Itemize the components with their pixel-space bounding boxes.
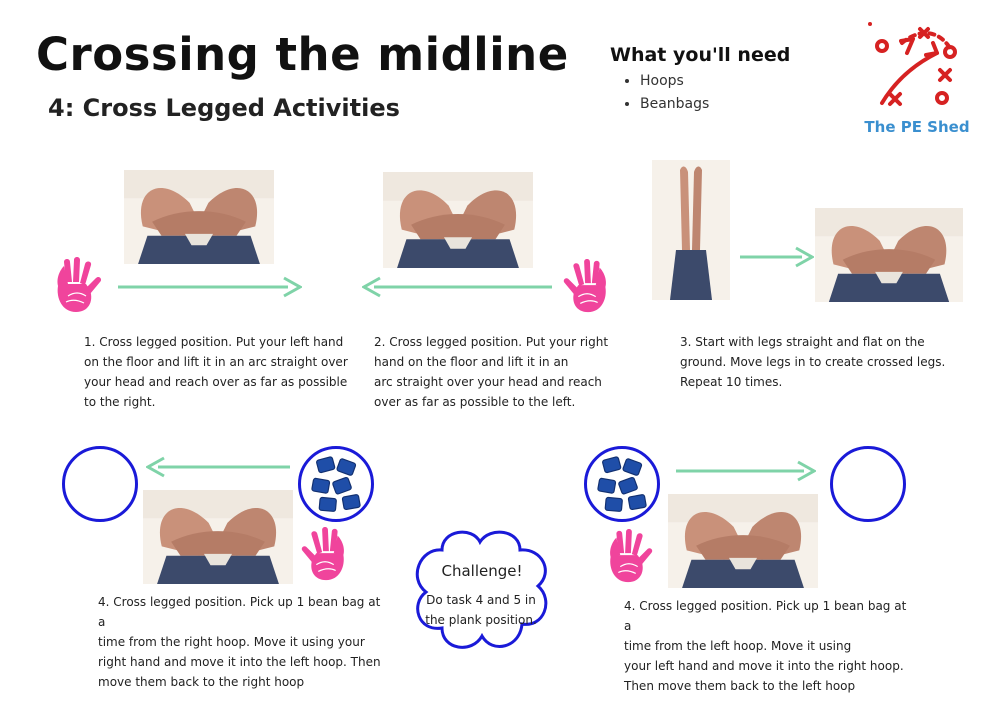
arrow-right-icon (740, 246, 814, 268)
activity-3-caption: 3. Start with legs straight and flat on … (680, 335, 946, 389)
arrow-right-icon (676, 460, 816, 482)
equipment-heading: What you'll need (610, 44, 791, 66)
hand-icon (296, 526, 356, 584)
equipment-list: Hoops Beanbags (622, 70, 709, 116)
hand-icon (598, 528, 658, 586)
page-subtitle: 4: Cross Legged Activities (48, 94, 400, 122)
equipment-item: Hoops (640, 70, 709, 93)
challenge-heading: Challenge! (441, 562, 523, 580)
activity-2-caption: 2. Cross legged position. Put your right… (374, 335, 609, 409)
activity-4-photo (143, 490, 293, 584)
left-hoop-icon (584, 446, 660, 522)
hand-icon (45, 256, 107, 316)
activity-4-caption: 4. Cross legged position. Pick up 1 bean… (98, 595, 381, 689)
right-hoop-icon (298, 446, 374, 522)
activity-5-photo (668, 494, 818, 588)
hand-icon (558, 258, 618, 316)
arrow-right-icon (118, 276, 302, 298)
challenge-cloud: Challenge! Do task 4 and 5 in the plank … (402, 520, 562, 670)
activity-1-caption: 1. Cross legged position. Put your left … (84, 335, 348, 409)
equipment-item: Beanbags (640, 93, 709, 116)
pe-shed-logo-icon (862, 18, 972, 122)
activity-5-caption: 4. Cross legged position. Pick up 1 bean… (624, 599, 907, 693)
activity-2-photo (383, 172, 533, 268)
activity-1-photo (124, 170, 274, 264)
left-hoop-icon (62, 446, 138, 522)
arrow-left-icon (146, 456, 290, 478)
activity-3-photo-start (652, 160, 730, 300)
page-title: Crossing the midline (36, 28, 569, 81)
activity-3-photo-end (815, 208, 963, 302)
right-hoop-icon (830, 446, 906, 522)
challenge-text: Do task 4 and 5 in the plank position. (425, 593, 537, 627)
brand-name: The PE Shed (864, 118, 970, 136)
arrow-left-icon (362, 276, 552, 298)
